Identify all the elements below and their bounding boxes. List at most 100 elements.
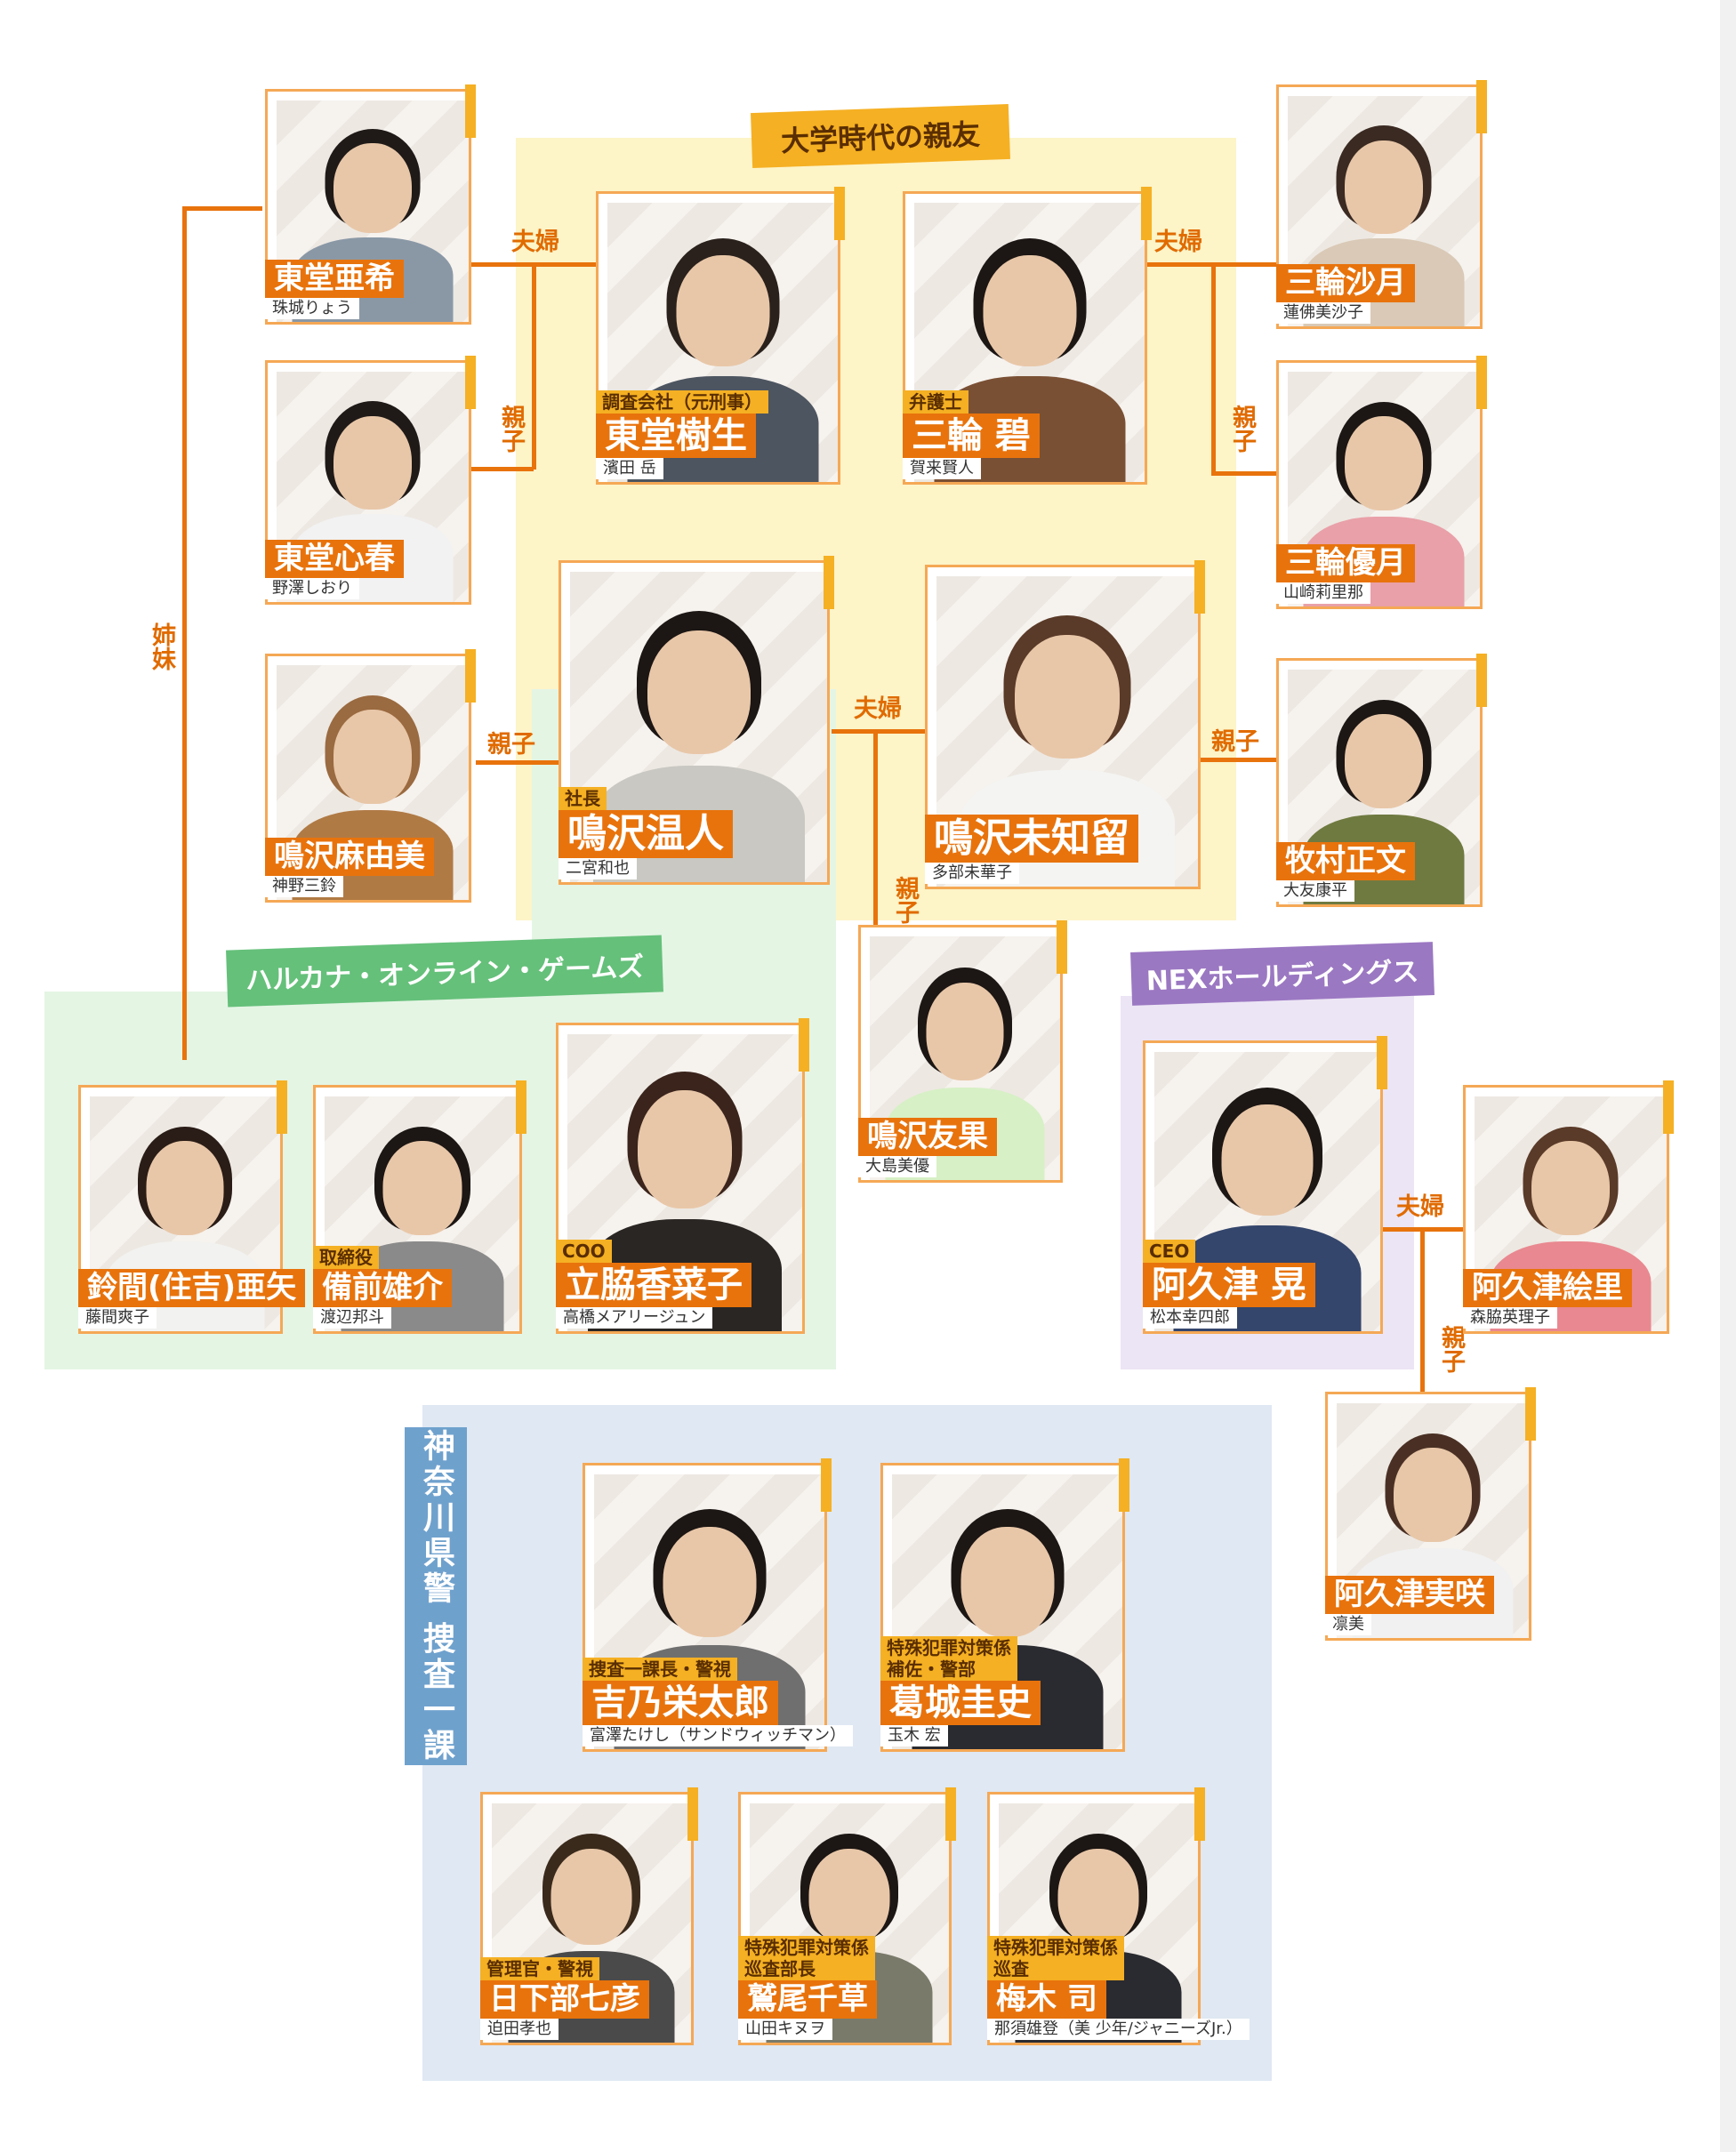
character-label: 捜査一課長・警視吉乃栄太郎富澤たけし（サンドウィッチマン） <box>583 1658 853 1746</box>
actor-name: 藤間爽子 <box>78 1307 157 1329</box>
actor-name: 那須雄登（美 少年/ジャニーズJr.） <box>987 2019 1250 2040</box>
character-card-kusakabe-nanahiko: 管理官・警視日下部七彦迫田孝也 <box>480 1787 698 2045</box>
photo-frame <box>1276 654 1487 907</box>
actor-name: 山田キヌヲ <box>738 2019 832 2040</box>
character-role: COO <box>556 1240 612 1264</box>
frame-corner-accent <box>799 1018 809 1072</box>
character-name: 鳴沢温人 <box>559 809 733 859</box>
character-name: 葛城圭史 <box>880 1681 1041 1726</box>
line-akutsu-oyako-vertical <box>1420 1227 1425 1405</box>
actor-name: 富澤たけし（サンドウィッチマン） <box>583 1725 853 1746</box>
character-role: 特殊犯罪対策係 補佐・警部 <box>880 1636 1017 1682</box>
character-card-makimura-masafumi: 牧村正文大友康平 <box>1276 654 1487 907</box>
character-card-miwa-heki: 弁護士三輪 碧賀来賢人 <box>903 187 1152 485</box>
character-role: 特殊犯罪対策係 巡査 <box>987 1936 1124 1981</box>
character-name: 東堂心春 <box>265 540 404 579</box>
frame-corner-accent <box>1476 356 1487 409</box>
actor-name: 松本幸四郎 <box>1143 1307 1237 1329</box>
character-label: 特殊犯罪対策係 補佐・警部葛城圭史玉木 宏 <box>880 1636 1041 1746</box>
portrait-face <box>647 630 751 754</box>
portrait-face <box>663 1527 756 1637</box>
rel-oyako-akutsu: 親子 <box>1437 1325 1465 1373</box>
portrait-face <box>334 143 412 233</box>
scrollbar[interactable] <box>1720 0 1736 2152</box>
rel-shimai: 姉妹 <box>148 622 175 670</box>
character-name: 鳴沢未知留 <box>925 814 1138 863</box>
character-role: 弁護士 <box>903 390 968 414</box>
character-card-narusawa-yuka: 鳴沢友果大島美優 <box>858 920 1067 1183</box>
frame-corner-accent <box>1194 1787 1205 1841</box>
group-tag-nex: NEXホールディングス <box>1130 942 1435 1006</box>
photo-frame <box>265 356 476 605</box>
character-card-todo-itsuki: 調査会社（元刑事）東堂樹生濱田 岳 <box>596 187 845 485</box>
line-miwa-oyako-horizontal <box>1211 471 1276 476</box>
frame-corner-accent <box>1476 80 1487 133</box>
portrait-face <box>1015 635 1120 759</box>
character-card-akutsu-eri: 阿久津絵里森脇英理子 <box>1463 1080 1674 1334</box>
character-name: 鳴沢友果 <box>858 1118 997 1157</box>
actor-name: 濱田 岳 <box>596 458 663 479</box>
portrait-face <box>382 1141 462 1235</box>
character-name: 東堂亜希 <box>265 260 404 299</box>
character-name: 鈴間(住吉)亜矢 <box>78 1269 306 1308</box>
line-shimai-vertical <box>182 206 187 1060</box>
character-name: 東堂樹生 <box>596 414 756 459</box>
character-role: 取締役 <box>313 1246 379 1270</box>
portrait-face <box>334 416 412 510</box>
frame-corner-accent <box>824 556 834 609</box>
portrait-face <box>1345 714 1423 808</box>
character-card-suzuma-aya: 鈴間(住吉)亜矢藤間爽子 <box>78 1080 306 1334</box>
character-label: 牧村正文大友康平 <box>1276 842 1415 902</box>
character-label: 特殊犯罪対策係 巡査梅木 司那須雄登（美 少年/ジャニーズJr.） <box>987 1936 1250 2040</box>
character-name: 阿久津 晃 <box>1143 1263 1315 1308</box>
character-label: 管理官・警視日下部七彦迫田孝也 <box>480 1957 649 2040</box>
rel-oyako-miwa: 親子 <box>1228 405 1256 453</box>
portrait-photo <box>1288 372 1480 606</box>
character-card-miwa-satsuki: 三輪沙月蓮佛美沙子 <box>1276 80 1487 329</box>
character-card-narusawa-michiru: 鳴沢未知留多部未華子 <box>925 560 1205 889</box>
portrait-face <box>676 255 769 366</box>
portrait-face <box>1345 141 1423 234</box>
portrait-face <box>1531 1141 1610 1235</box>
frame-corner-accent <box>821 1458 832 1512</box>
character-name: 鳴沢麻由美 <box>265 838 434 877</box>
actor-name: 野澤しおり <box>265 578 359 599</box>
character-role: 調査会社（元刑事） <box>596 390 768 414</box>
character-name: 梅木 司 <box>987 1980 1106 2020</box>
character-label: 三輪沙月蓮佛美沙子 <box>1276 264 1415 324</box>
frame-corner-accent <box>465 84 476 138</box>
character-label: 鳴沢麻由美神野三鈴 <box>265 838 434 897</box>
character-name: 三輪 碧 <box>903 414 1040 459</box>
frame-corner-accent <box>834 187 845 240</box>
character-label: 鳴沢未知留多部未華子 <box>925 814 1138 884</box>
frame-corner-accent <box>277 1080 287 1134</box>
portrait-face <box>551 1849 632 1945</box>
character-name: 阿久津実咲 <box>1325 1576 1494 1615</box>
line-shimai-top <box>182 206 262 211</box>
portrait-face <box>334 710 412 804</box>
actor-name: 高橋メアリージュン <box>556 1307 713 1329</box>
portrait-face <box>1394 1448 1472 1542</box>
character-card-miwa-yuzuki: 三輪優月山崎莉里那 <box>1276 356 1487 609</box>
frame-corner-accent <box>1057 920 1067 974</box>
rel-fuufu-narusawa: 夫婦 <box>854 695 902 723</box>
actor-name: 凛美 <box>1325 1614 1371 1635</box>
line-narusawa-fuufu <box>832 729 929 734</box>
line-todo-oyako-vertical <box>532 262 536 470</box>
actor-name: 大友康平 <box>1276 880 1354 902</box>
rel-fuufu-miwa: 夫婦 <box>1154 229 1202 256</box>
rel-oyako-makimura: 親子 <box>1211 728 1259 756</box>
character-name: 吉乃栄太郎 <box>583 1681 778 1726</box>
frame-corner-accent <box>1141 187 1152 240</box>
line-todo-oyako-horizontal <box>471 467 534 471</box>
frame-corner-accent <box>1194 560 1205 614</box>
character-label: 鈴間(住吉)亜矢藤間爽子 <box>78 1269 306 1329</box>
character-name: 鷲尾千草 <box>738 1980 877 2020</box>
frame-corner-accent <box>516 1080 526 1134</box>
character-label: 鳴沢友果大島美優 <box>858 1118 997 1177</box>
photo-frame <box>265 84 476 325</box>
rel-fuufu-akutsu: 夫婦 <box>1396 1193 1444 1221</box>
character-label: 調査会社（元刑事）東堂樹生濱田 岳 <box>596 390 768 479</box>
